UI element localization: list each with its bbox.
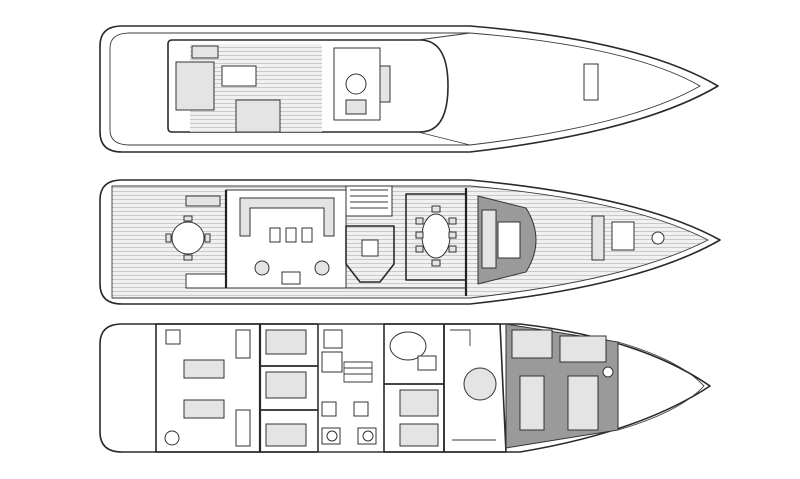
main-deck-armchair-left [254, 260, 270, 276]
main-deck-armchair-right [314, 260, 330, 276]
sundeck-helm-seat [345, 99, 367, 115]
main-deck-lobby [345, 225, 395, 283]
sundeck-inner-outline [109, 32, 701, 146]
main-deck-foredeck-table [611, 221, 635, 251]
lower-deck-jetski-1 [183, 359, 225, 379]
lower-deck-hull-outline [99, 323, 711, 453]
sundeck-superstructure [167, 39, 449, 133]
main-deck-staircase [345, 185, 393, 217]
sundeck-helm-wheel [345, 73, 367, 95]
lower-deck-vip-cabin [443, 323, 507, 453]
main-deck-aft-step [185, 273, 227, 289]
sundeck-tender-chock [583, 63, 599, 101]
sundeck-bar [191, 45, 219, 59]
main-deck-inner-outline [111, 185, 709, 299]
sundeck-seat-block [235, 99, 281, 133]
main-deck-hull-outline [99, 179, 721, 305]
sundeck-console [379, 65, 391, 103]
lower-deck-master-suite [383, 323, 445, 453]
lower-deck-plan [99, 323, 711, 453]
main-deck-bow-capstan [651, 231, 665, 245]
sundeck-sunpad [221, 65, 257, 87]
main-deck-foredeck-sofa [591, 215, 605, 261]
lower-deck-engine-room [505, 323, 619, 449]
main-deck-plan [99, 179, 721, 305]
main-deck-lobby-table [361, 239, 379, 257]
lower-deck-forepeak [617, 341, 705, 431]
main-deck-cabinet [281, 271, 301, 285]
lower-deck-cabins [259, 323, 319, 453]
lower-deck-bathtub [389, 331, 427, 361]
main-deck-saloon-sofa [239, 197, 335, 237]
main-deck-wheelhouse-console [481, 209, 497, 269]
lower-deck-jetski-2 [183, 399, 225, 419]
main-deck-dining-table [421, 213, 451, 259]
main-deck-aft-sofa [185, 195, 221, 207]
sundeck-lounge-sofa [175, 61, 215, 111]
sundeck-hull-outline [99, 25, 719, 153]
main-deck-aft-table [171, 221, 205, 255]
sundeck-plan [99, 25, 719, 153]
lower-deck-vip-bed [463, 367, 497, 401]
